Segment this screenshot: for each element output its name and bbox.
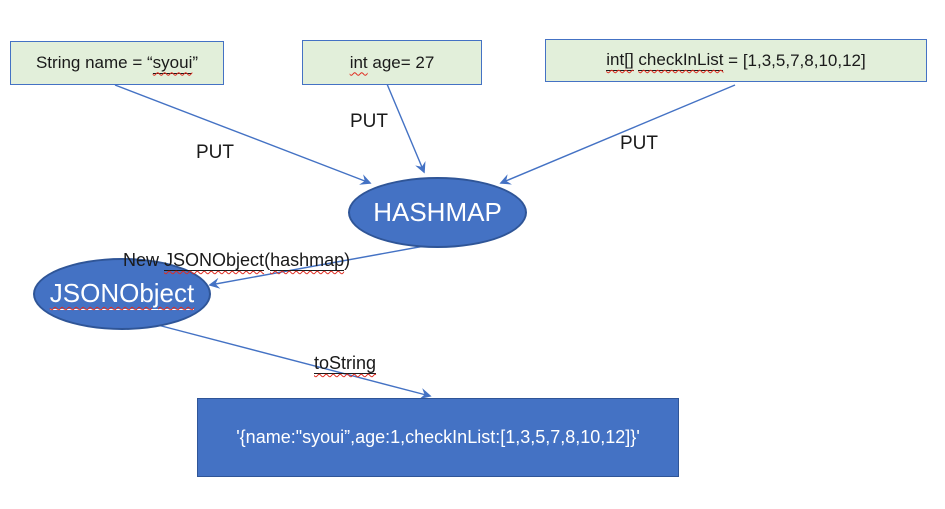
arrow-put-list-to-hashmap (499, 84, 736, 185)
var-name-post: ” (192, 53, 199, 72)
arrow-put-name-to-hashmap (114, 84, 372, 185)
tostring-word: toString (314, 353, 377, 374)
var-list-word2: checkInList (638, 50, 724, 71)
edge-label-tostring: toString (294, 332, 377, 395)
jsonobject-node-label: JSONObject (49, 278, 195, 310)
arrow-put-age-to-hashmap (386, 83, 426, 174)
var-name-word: syoui (152, 52, 193, 74)
construct-post: ) (344, 250, 351, 270)
arrow-hashmap-to-jsonobject (208, 244, 431, 289)
construct-word2: hashmap (270, 250, 345, 271)
construct-paren: ( (264, 250, 271, 270)
edge-label-put-1: PUT (196, 142, 234, 163)
edge-label-put-2: PUT (350, 111, 388, 132)
result-json-string-box: '{name:"syoui”,age:1,checkInList:[1,3,5,… (197, 398, 679, 477)
edge-label-new-jsonobject: New JSONObject(hashmap) (103, 229, 350, 292)
var-list-post: = [1,3,5,7,8,10,12] (723, 50, 866, 70)
var-name-pre: String name = “ (35, 53, 153, 72)
arrow-jsonobject-to-result (149, 322, 432, 400)
edge-label-put-3: PUT (620, 133, 658, 154)
hashmap-node-label: HASHMAP (373, 197, 502, 227)
variable-box-checkinlist: int[] checkInList = [1,3,5,7,8,10,12] (545, 39, 927, 82)
var-age-word: int (349, 52, 368, 72)
variable-box-string-name: String name = “syoui” (10, 41, 224, 85)
var-age-post: age= 27 (367, 52, 435, 72)
construct-word1: JSONObject (164, 250, 265, 271)
construct-pre: New (123, 250, 165, 270)
hashmap-node: HASHMAP (348, 177, 527, 248)
variable-box-int-age: int age= 27 (302, 40, 482, 85)
var-list-word1: int[] (606, 50, 634, 71)
result-json-string-text: '{name:"syoui”,age:1,checkInList:[1,3,5,… (236, 427, 640, 447)
jsonobject-node: JSONObject (33, 258, 211, 330)
